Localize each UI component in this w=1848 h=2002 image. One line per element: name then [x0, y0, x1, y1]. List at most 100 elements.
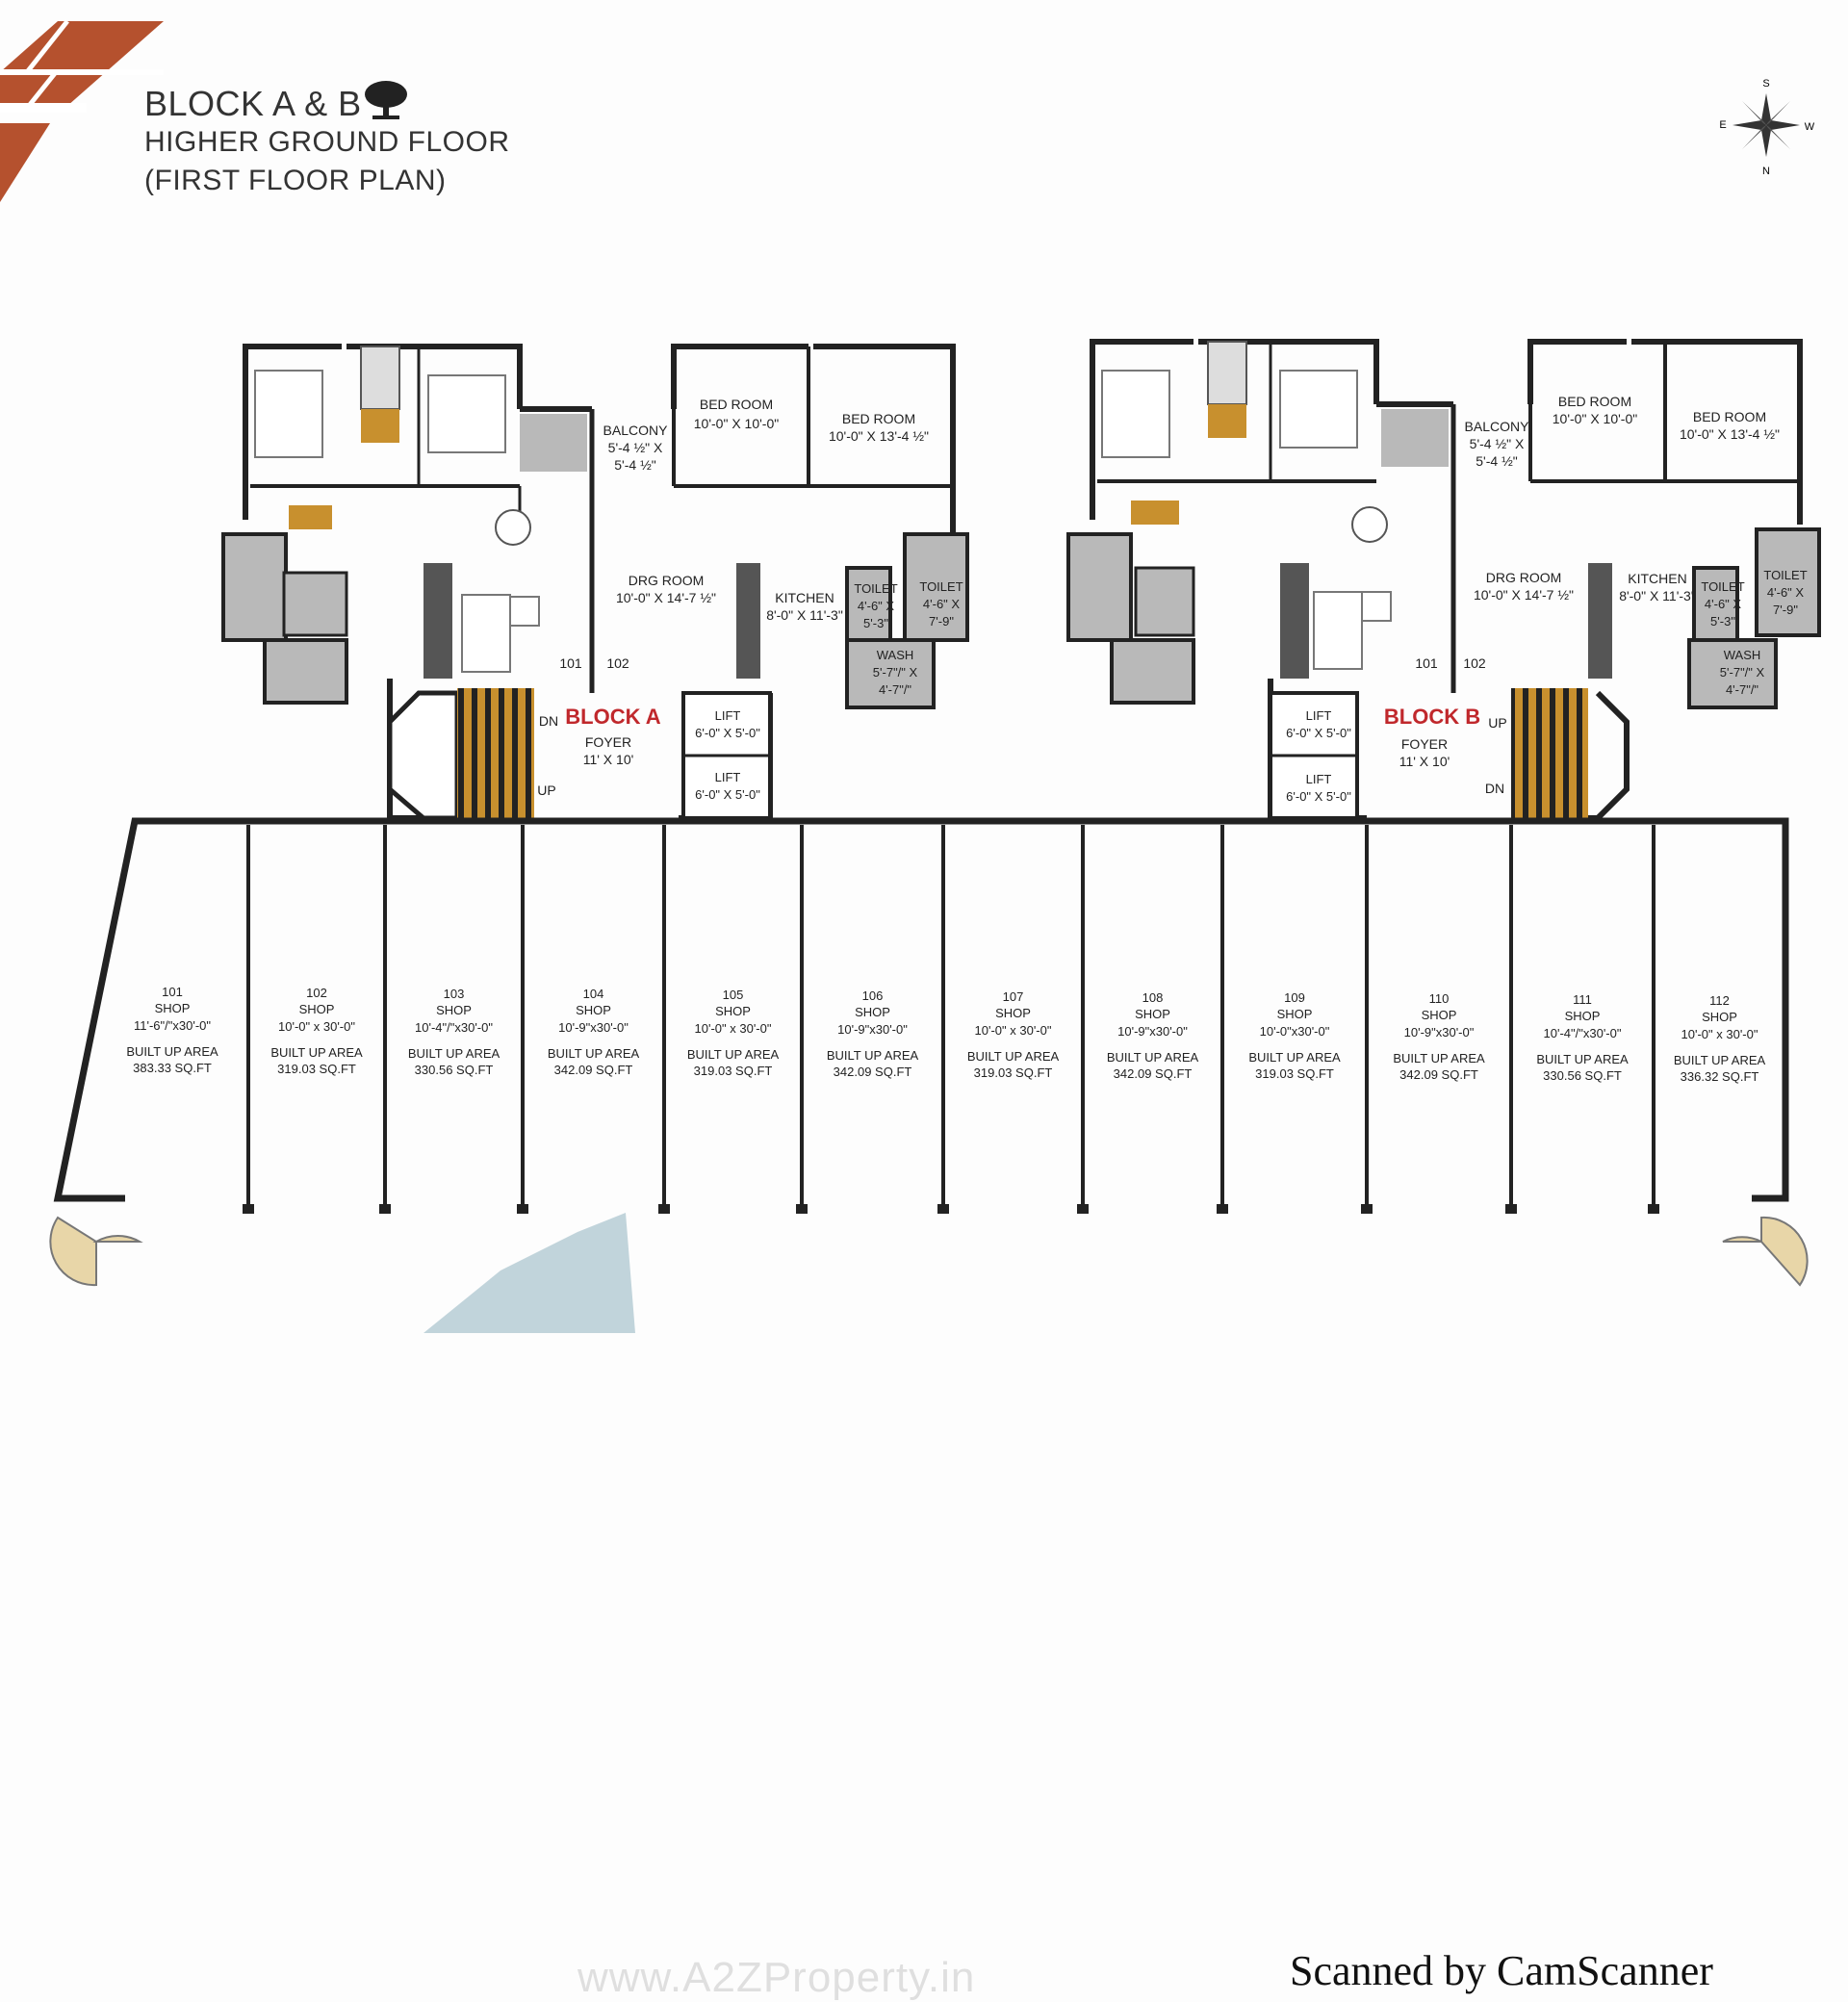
b-toilet1: TOILET: [1701, 579, 1744, 594]
b-toilet2-s1: 4'-6" X: [1767, 585, 1804, 600]
shop-number: 104: [583, 987, 604, 1001]
b-dn: DN: [1485, 781, 1504, 796]
shop-dividers: [243, 825, 1659, 1214]
shop-area: 330.56 SQ.FT: [415, 1063, 494, 1077]
shop-area: 383.33 SQ.FT: [133, 1061, 212, 1075]
shop-area: 319.03 SQ.FT: [694, 1064, 773, 1078]
b-bedroom2-size: 10'-0" X 13'-4 ½": [1680, 426, 1780, 442]
a-wash-s1: 5'-7"/" X: [873, 665, 918, 680]
b-lift2: LIFT: [1306, 772, 1332, 786]
shop-divider-column: [379, 1204, 391, 1214]
b-toilet1-s2: 5'-3": [1710, 614, 1735, 629]
b-flat-102: 102: [1463, 655, 1486, 671]
b-bedroom1: BED ROOM: [1558, 394, 1631, 409]
b-bedroom1-size: 10'-0" X 10'-0": [1553, 411, 1637, 426]
shop-type: SHOP: [1565, 1009, 1601, 1023]
shops-outline: [53, 817, 1789, 1202]
shop-type: SHOP: [155, 1001, 191, 1015]
shop-divider-column: [1505, 1204, 1517, 1214]
a-dn: DN: [539, 713, 558, 729]
block-b-labels: BALCONY 5'-4 ½" X 5'-4 ½" BED ROOM 10'-0…: [1286, 394, 1808, 804]
b-drg-size: 10'-0" X 14'-7 ½": [1474, 587, 1574, 603]
shop-number: 102: [306, 986, 327, 1000]
a-drg-size: 10'-0" X 14'-7 ½": [616, 590, 716, 605]
shop-type: SHOP: [436, 1003, 472, 1017]
shop-number: 103: [444, 987, 465, 1001]
a-lift1: LIFT: [715, 708, 741, 723]
b-lift1: LIFT: [1306, 708, 1332, 723]
shop-divider-column: [243, 1204, 254, 1214]
shop-number: 107: [1003, 989, 1024, 1004]
shop-number: 112: [1709, 993, 1730, 1008]
shop-divider-column: [1217, 1204, 1228, 1214]
b-drg-room: DRG ROOM: [1486, 570, 1562, 585]
tree-artwork: [424, 1213, 635, 1333]
block-a-core: [387, 688, 772, 821]
a-toilet1: TOILET: [854, 581, 897, 596]
a-foyer-size: 11' X 10': [583, 752, 634, 767]
compass-e: E: [1719, 119, 1726, 131]
shop-area: 336.32 SQ.FT: [1681, 1069, 1759, 1084]
a-toilet2-s2: 7'-9": [929, 614, 954, 629]
b-balcony-size1: 5'-4 ½" X: [1470, 436, 1525, 451]
a-lift1-size: 6'-0" X 5'-0": [695, 726, 760, 740]
shop-divider-column: [517, 1204, 528, 1214]
shop-area-label: BUILT UP AREA: [1107, 1050, 1199, 1065]
b-balcony: BALCONY: [1465, 419, 1530, 434]
shop-size: 10'-0" x 30'-0": [975, 1023, 1052, 1038]
shop-divider-column: [1077, 1204, 1089, 1214]
b-lift2-size: 6'-0" X 5'-0": [1286, 789, 1351, 804]
shop-number: 101: [162, 985, 183, 999]
title-line-2: HIGHER GROUND FLOOR: [144, 126, 510, 158]
a-balcony-size1: 5'-4 ½" X: [608, 440, 663, 455]
shop-area-label: BUILT UP AREA: [1393, 1051, 1485, 1065]
shop-size: 10'-4"/"x30'-0": [1544, 1026, 1622, 1040]
b-bedroom2: BED ROOM: [1693, 409, 1766, 424]
shop-area: 342.09 SQ.FT: [1399, 1067, 1478, 1082]
shop-size: 10'-0" x 30'-0": [695, 1021, 772, 1036]
a-wash: WASH: [877, 648, 914, 662]
shop-size: 10'-0" x 30'-0": [278, 1019, 355, 1034]
shop-area-label: BUILT UP AREA: [1536, 1052, 1629, 1066]
shop-area-label: BUILT UP AREA: [827, 1048, 919, 1063]
shop-area: 319.03 SQ.FT: [1255, 1066, 1334, 1081]
a-bedroom2: BED ROOM: [842, 411, 915, 426]
a-flat-102: 102: [606, 655, 629, 671]
a-toilet1-s1: 4'-6" X: [858, 599, 894, 613]
shop-size: 11'-6"/"x30'-0": [134, 1018, 211, 1033]
a-flat-101: 101: [559, 655, 582, 671]
b-up: UP: [1488, 715, 1506, 731]
shop-size: 10'-4"/"x30'-0": [415, 1020, 493, 1035]
b-foyer: FOYER: [1401, 736, 1448, 752]
block-a-fixtures: [221, 346, 969, 709]
a-bedroom2-size: 10'-0" X 13'-4 ½": [829, 428, 929, 444]
shop-divider-column: [1361, 1204, 1373, 1214]
b-balcony-size2: 5'-4 ½": [1476, 453, 1517, 469]
b-toilet2: TOILET: [1763, 568, 1807, 582]
a-toilet2-s1: 4'-6" X: [923, 597, 960, 611]
shop-area-label: BUILT UP AREA: [1248, 1050, 1341, 1065]
b-foyer-size: 11' X 10': [1399, 754, 1450, 769]
spiral-stair-right: [1722, 1216, 1809, 1287]
shop-area-label: BUILT UP AREA: [548, 1046, 640, 1061]
b-kitchen: KITCHEN: [1628, 571, 1686, 586]
a-balcony: BALCONY: [603, 423, 669, 438]
a-wash-s2: 4'-7"/": [879, 682, 911, 697]
shop-area: 330.56 SQ.FT: [1543, 1068, 1622, 1083]
shop-type: SHOP: [715, 1004, 751, 1018]
shop-type: SHOP: [1702, 1010, 1737, 1024]
shop-size: 10'-9"x30'-0": [1404, 1025, 1475, 1040]
b-wash: WASH: [1724, 648, 1761, 662]
shop-area-label: BUILT UP AREA: [687, 1047, 780, 1062]
a-bedroom1-size: 10'-0" X 10'-0": [694, 416, 779, 431]
a-block-label: BLOCK A: [565, 705, 661, 729]
shop-area-label: BUILT UP AREA: [126, 1044, 218, 1059]
compass-n: N: [1762, 166, 1770, 177]
a-kitchen-size: 8'-0" X 11'-3": [766, 607, 843, 623]
shop-area: 342.09 SQ.FT: [554, 1063, 633, 1077]
shop-type: SHOP: [855, 1005, 890, 1019]
b-lift1-size: 6'-0" X 5'-0": [1286, 726, 1351, 740]
shop-number: 105: [723, 988, 744, 1002]
plan-title: BLOCK A & B HIGHER GROUND FLOOR (FIRST F…: [144, 85, 510, 200]
